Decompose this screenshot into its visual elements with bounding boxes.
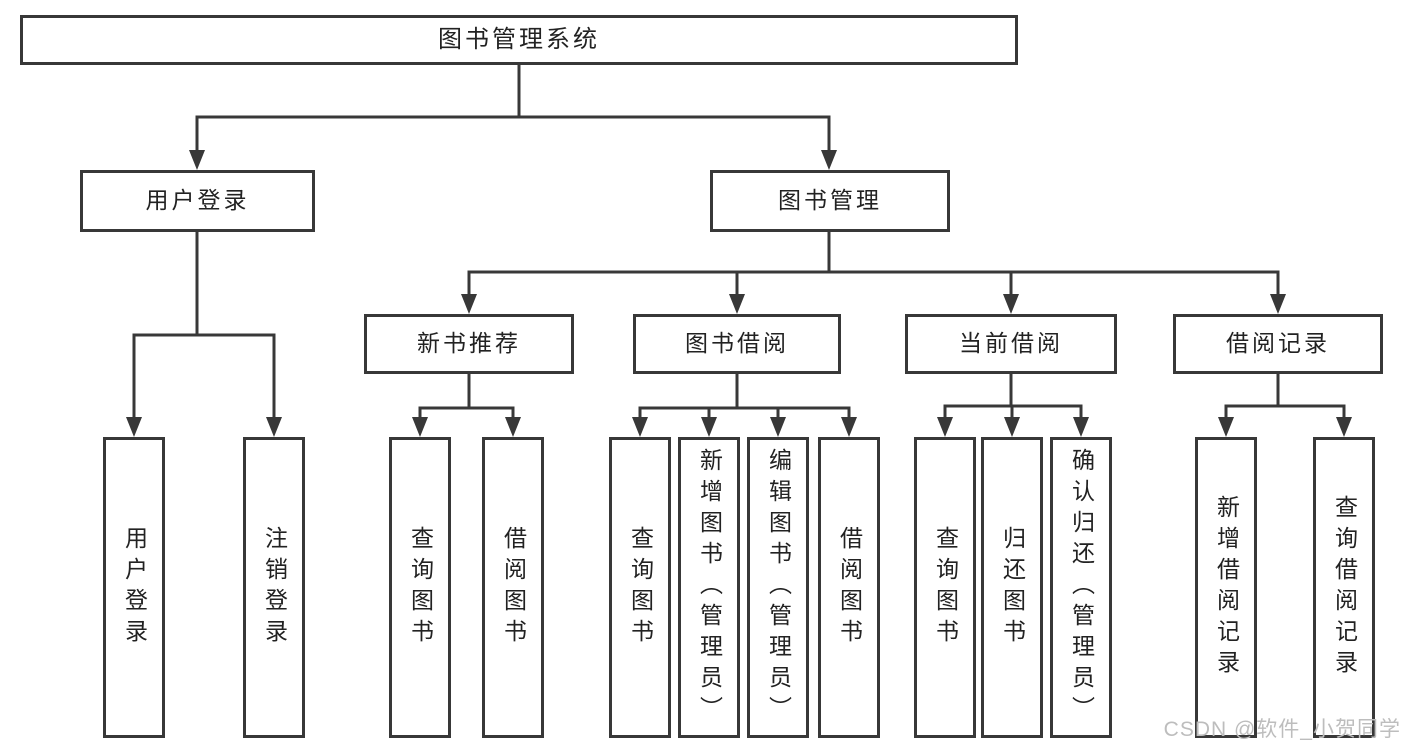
node-current-borrowing: 当前借阅 bbox=[905, 314, 1117, 374]
node-library-system: 图书管理系统 bbox=[20, 15, 1018, 65]
leaf-return-books: 归还图书 bbox=[981, 437, 1043, 738]
leaf-borrow-books-borrowing: 借阅图书 bbox=[818, 437, 880, 738]
node-label: 借阅记录 bbox=[1226, 330, 1330, 357]
node-label: 查询借阅记录 bbox=[1331, 494, 1358, 681]
node-label: 确认归还（管理员） bbox=[1068, 448, 1095, 727]
leaf-query-books-borrowing: 查询图书 bbox=[609, 437, 671, 738]
leaf-add-borrow-record: 新增借阅记录 bbox=[1195, 437, 1257, 738]
node-label: 用户登录 bbox=[121, 525, 148, 650]
node-label: 借阅图书 bbox=[836, 525, 863, 650]
leaf-edit-books-admin: 编辑图书（管理员） bbox=[747, 437, 809, 738]
node-label: 图书管理 bbox=[778, 187, 882, 214]
node-label: 编辑图书（管理员） bbox=[765, 448, 792, 727]
leaf-confirm-return-admin: 确认归还（管理员） bbox=[1050, 437, 1112, 738]
node-label: 注销登录 bbox=[261, 525, 288, 650]
node-label: 借阅图书 bbox=[500, 525, 527, 650]
leaf-query-borrow-record: 查询借阅记录 bbox=[1313, 437, 1375, 738]
node-label: 图书借阅 bbox=[685, 330, 789, 357]
node-label: 用户登录 bbox=[145, 187, 250, 214]
node-label: 查询图书 bbox=[407, 525, 434, 650]
node-book-management: 图书管理 bbox=[710, 170, 950, 232]
leaf-query-books-current: 查询图书 bbox=[914, 437, 976, 738]
leaf-logout-login: 注销登录 bbox=[243, 437, 305, 738]
node-label: 查询图书 bbox=[932, 525, 959, 650]
leaf-query-books-recommend: 查询图书 bbox=[389, 437, 451, 738]
node-new-book-recommend: 新书推荐 bbox=[364, 314, 574, 374]
node-user-login: 用户登录 bbox=[80, 170, 315, 232]
node-label: 查询图书 bbox=[627, 525, 654, 650]
leaf-user-login: 用户登录 bbox=[103, 437, 165, 738]
node-label: 图书管理系统 bbox=[438, 25, 600, 53]
node-label: 当前借阅 bbox=[959, 330, 1063, 357]
node-borrowing-records: 借阅记录 bbox=[1173, 314, 1383, 374]
node-label: 新书推荐 bbox=[417, 330, 521, 357]
node-book-borrowing: 图书借阅 bbox=[633, 314, 841, 374]
node-label: 新增借阅记录 bbox=[1213, 494, 1240, 681]
csdn-watermark: CSDN @软件_小贺同学 bbox=[1163, 718, 1401, 741]
leaf-borrow-books-recommend: 借阅图书 bbox=[482, 437, 544, 738]
node-label: 新增图书（管理员） bbox=[696, 448, 723, 727]
node-label: 归还图书 bbox=[999, 525, 1026, 650]
leaf-add-books-admin: 新增图书（管理员） bbox=[678, 437, 740, 738]
